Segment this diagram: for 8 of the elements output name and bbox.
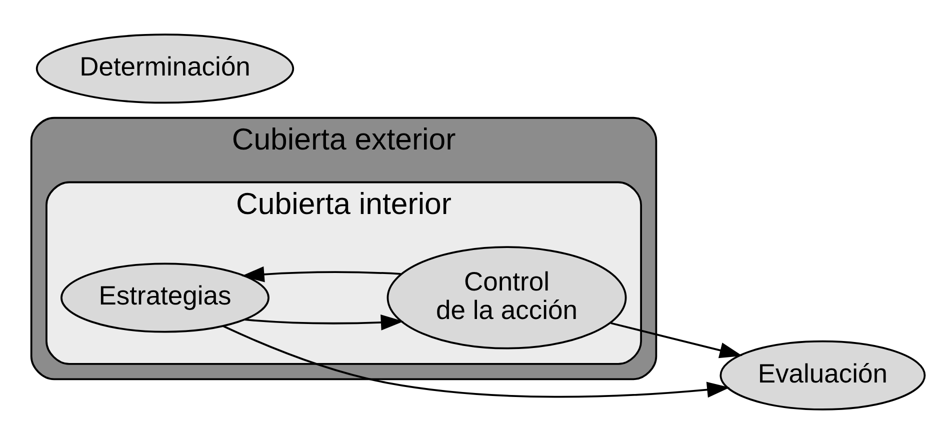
node-ellipse: Evaluación bbox=[720, 340, 926, 410]
node-ellipse: Determinación bbox=[36, 34, 294, 104]
arrow bbox=[242, 266, 401, 282]
node-ellipse: Control de la acción bbox=[386, 246, 627, 350]
arrow bbox=[222, 325, 730, 398]
arrow bbox=[244, 314, 404, 330]
node-ellipse: Estrategias bbox=[60, 262, 270, 333]
arrow bbox=[610, 322, 742, 358]
